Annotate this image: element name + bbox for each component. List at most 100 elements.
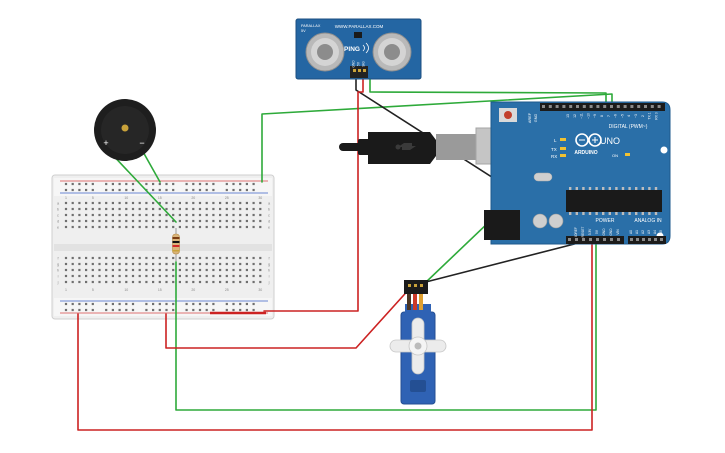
rail-hole (225, 188, 228, 192)
header-pin (657, 105, 661, 108)
breadboard-hole (152, 219, 155, 223)
breadboard-hole (158, 262, 161, 266)
header-pin (617, 238, 620, 241)
breadboard-hole (98, 262, 101, 266)
header-pin (623, 105, 627, 108)
ultrasonic-sensor[interactable]: WWW.PARALLAX.COM PARALLAX 5V PING GND 5V… (295, 18, 422, 80)
breadboard-hole (152, 262, 155, 266)
breadboard-hole (219, 274, 222, 278)
header-pin (562, 105, 566, 108)
wire-green-digital-to-breadboard[interactable] (261, 93, 613, 183)
header-pin (650, 105, 654, 108)
breadboard-hole (198, 201, 202, 205)
rail-hole (245, 182, 248, 186)
breadboard-hole (91, 213, 94, 217)
rail-hole (245, 188, 248, 192)
breadboard-hole (219, 280, 222, 284)
rail-hole (158, 182, 161, 186)
breadboard-hole (192, 225, 195, 229)
wire-green-breadboard-to-arduino[interactable] (175, 237, 597, 411)
wire-red-servo-power[interactable] (165, 285, 413, 349)
breadboard-hole (185, 268, 188, 272)
rail-hole (165, 188, 168, 192)
rail-hole (192, 308, 195, 312)
breadboard-hole (178, 207, 181, 211)
breadboard-hole (259, 268, 262, 272)
breadboard-hole (111, 274, 114, 278)
center-channel (54, 244, 272, 251)
header-pin (630, 105, 634, 108)
breadboard-hole (131, 213, 135, 217)
rail-hole (232, 188, 235, 192)
breadboard-hole (178, 262, 181, 266)
breadboard-hole (239, 268, 242, 272)
breadboard-hole (185, 213, 188, 217)
breadboard-hole (165, 201, 168, 205)
breadboard-hole (125, 201, 128, 205)
analog-pin-label: A5 (659, 230, 663, 234)
rail-hole (212, 188, 215, 192)
capacitor-1 (532, 213, 548, 229)
breadboard-hole (78, 213, 81, 217)
rail-hole (145, 182, 148, 186)
wire-red-sensor-5v[interactable] (263, 77, 364, 312)
wire-green-buzzer-minus[interactable] (141, 149, 161, 183)
breadboard-hole (185, 274, 188, 278)
breadboard-hole (111, 225, 114, 229)
breadboard-hole (138, 207, 141, 211)
breadboard-hole (205, 207, 208, 211)
row-letter: b (268, 207, 270, 211)
header-pin (616, 105, 620, 108)
header-pin (636, 238, 639, 241)
breadboard-hole (259, 256, 262, 260)
breadboard-hole (152, 207, 155, 211)
breadboard-hole (212, 256, 215, 260)
breadboard-hole (105, 219, 108, 223)
breadboard-hole (71, 225, 74, 229)
rail-hole (118, 182, 121, 186)
breadboard-hole (91, 219, 94, 223)
buzzer-plus-label: + (103, 138, 108, 148)
sensor-brand: PARALLAX (301, 24, 321, 28)
breadboard-hole (212, 219, 215, 223)
rail-hole (105, 302, 108, 306)
wire-red-arduino-5v[interactable] (77, 237, 593, 431)
breadboard-hole (71, 274, 74, 278)
servo-horn[interactable] (389, 317, 447, 375)
breadboard-hole (158, 219, 161, 223)
arduino-uno[interactable]: DIGITAL (PWM~) AREF GND L TX RX UNO ARDU… (484, 101, 671, 245)
breadboard-hole (192, 274, 195, 278)
breadboard-hole (125, 262, 128, 266)
breadboard-hole (91, 201, 94, 205)
breadboard-hole (219, 268, 222, 272)
breadboard-hole (165, 280, 168, 284)
column-number: 20 (191, 196, 195, 200)
breadboard-hole (91, 225, 94, 229)
breadboard-hole (64, 262, 68, 266)
rail-hole (232, 302, 235, 306)
rail-hole (245, 302, 248, 306)
wire-black-servo-gnd[interactable] (417, 239, 591, 285)
breadboard-hole (245, 274, 248, 278)
rail-hole (85, 182, 88, 186)
resistor[interactable] (172, 228, 180, 262)
arduino-brand: ARDUINO (574, 150, 597, 156)
arduino-model: UNO (600, 136, 620, 146)
breadboard-hole (125, 256, 128, 260)
breadboard-hole (185, 201, 188, 205)
breadboard-hole (192, 201, 195, 205)
wire-green-sensor-sig[interactable] (369, 77, 607, 108)
breadboard-hole (125, 213, 128, 217)
breadboard-hole (64, 256, 68, 260)
piezo-buzzer[interactable]: + − (94, 99, 156, 161)
sensor-chip (354, 32, 362, 38)
servo-motor[interactable] (389, 280, 447, 405)
header-pin (610, 238, 613, 241)
wire-green-buzzer-plus[interactable] (107, 149, 177, 223)
header-pin (569, 105, 573, 108)
breadboard-hole (138, 274, 141, 278)
breadboard-hole (125, 274, 128, 278)
rail-hole (239, 188, 242, 192)
breadboard-hole (138, 280, 141, 284)
